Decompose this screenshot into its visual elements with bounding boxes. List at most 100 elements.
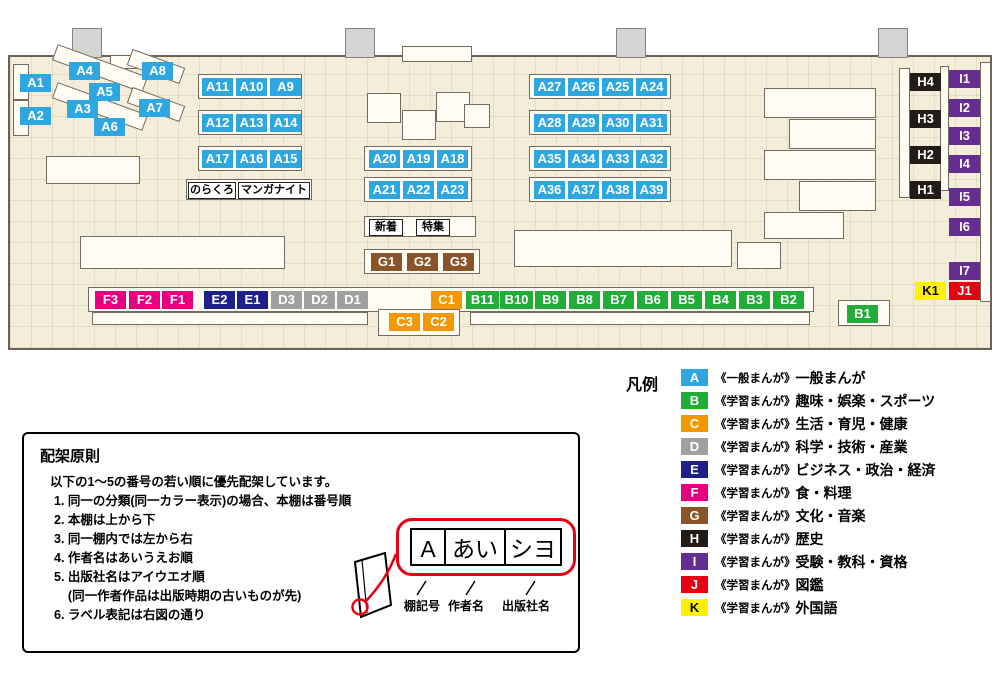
principles-rule: 6. ラベル表記は右図の通り <box>54 608 206 622</box>
legend-color-swatch: E <box>681 461 708 478</box>
shelf-label-A30: A30 <box>602 114 633 132</box>
legend-color-swatch: K <box>681 599 708 616</box>
shelf-label-A32: A32 <box>636 150 667 168</box>
shelf-label-B7: B7 <box>603 291 634 309</box>
shelf-label-A28: A28 <box>534 114 565 132</box>
legend-series-label: 《学習まんが》 <box>715 602 796 615</box>
shelf-label-G2: G2 <box>407 253 438 271</box>
shelf-label-A20: A20 <box>369 150 400 168</box>
caption-author: 作者名 <box>448 599 485 613</box>
shelf-label-F3: F3 <box>95 291 126 309</box>
shelf-label-A24: A24 <box>636 78 667 96</box>
shelf-label-A25: A25 <box>602 78 633 96</box>
shelf-label-I1: I1 <box>949 70 980 88</box>
shelf-label-F2: F2 <box>129 291 160 309</box>
shelf <box>899 68 910 198</box>
shelf-label-B11: B11 <box>466 291 499 309</box>
shelf-label-K1: K1 <box>915 282 946 300</box>
shelf-label-E2: E2 <box>204 291 235 309</box>
shelf-label-C3: C3 <box>389 313 420 331</box>
legend-series-label: 《学習まんが》 <box>715 556 796 569</box>
legend-color-swatch: H <box>681 530 708 547</box>
legend-color-swatch: J <box>681 576 708 593</box>
pillar <box>345 28 375 58</box>
shelf-label-A31: A31 <box>636 114 667 132</box>
shelf-label-B5: B5 <box>671 291 702 309</box>
shelf-label-G1: G1 <box>371 253 402 271</box>
shelf <box>764 88 876 118</box>
principles-rules: 1. 同一の分類(同一カラー表示)の場合、本棚は番号順 2. 本棚は上から下 3. … <box>54 492 351 625</box>
shelf-label-A1: A1 <box>20 74 51 92</box>
spine-label-highlight-circle <box>351 598 369 616</box>
shelf <box>402 46 472 62</box>
shelf-label-G3: G3 <box>443 253 474 271</box>
shelf-label-F1: F1 <box>162 291 193 309</box>
legend-title: 凡例 <box>626 377 659 394</box>
map-tag: のらくろ <box>188 182 236 199</box>
legend-series-label: 《学習まんが》 <box>715 441 796 454</box>
shelf-label-I2: I2 <box>949 99 980 117</box>
shelf-label-A4: A4 <box>69 62 100 80</box>
map-tag: 新着 <box>369 219 403 236</box>
shelf <box>789 119 876 149</box>
principles-rule: 2. 本棚は上から下 <box>54 513 156 527</box>
legend-series-label: 《学習まんが》 <box>715 395 796 408</box>
shelf-label-B10: B10 <box>500 291 533 309</box>
shelf <box>764 212 844 239</box>
legend-series-label: 《学習まんが》 <box>715 510 796 523</box>
legend-series-label: 《学習まんが》 <box>715 487 796 500</box>
label-publisher: シヨ <box>504 528 562 566</box>
shelf-label-A9: A9 <box>270 78 301 96</box>
shelf-label-A5: A5 <box>89 83 120 101</box>
shelf <box>92 312 368 325</box>
shelf-label-A22: A22 <box>403 181 434 199</box>
legend-item-H: H《学習まんが》歴史 <box>681 527 998 550</box>
legend-color-swatch: F <box>681 484 708 501</box>
legend-category-label: ビジネス・政治・経済 <box>795 461 936 478</box>
shelf-label-E1: E1 <box>237 291 268 309</box>
shelf-label-A11: A11 <box>202 78 233 96</box>
shelf-label-A35: A35 <box>534 150 565 168</box>
legend-category-label: 受験・教科・資格 <box>795 553 908 570</box>
legend-category-label: 一般まんが <box>795 369 866 386</box>
pillar <box>878 28 908 58</box>
shelf-label-A27: A27 <box>534 78 565 96</box>
shelf-label-A10: A10 <box>236 78 267 96</box>
shelf-label-A23: A23 <box>437 181 468 199</box>
legend-category-label: 外国語 <box>795 599 838 616</box>
shelf-label-I5: I5 <box>949 188 980 206</box>
shelf-label-A13: A13 <box>236 114 267 132</box>
principles-rule: 3. 同一棚内では左から右 <box>54 532 193 546</box>
shelf-label-A12: A12 <box>202 114 233 132</box>
legend-category-label: 文化・音楽 <box>795 507 866 524</box>
principles-rule: (同一作者作品は出版時期の古いものが先) <box>54 589 302 603</box>
principles-title: 配架原則 <box>40 448 101 465</box>
shelf-label-A26: A26 <box>568 78 599 96</box>
shelf-label-H1: H1 <box>910 181 941 199</box>
principles-rule: 1. 同一の分類(同一カラー表示)の場合、本棚は番号順 <box>54 494 352 508</box>
legend-item-F: F《学習まんが》食・料理 <box>681 481 998 504</box>
principles-intro: 以下の1〜5の番号の若い順に優先配架しています。 <box>50 475 338 489</box>
legend-item-D: D《学習まんが》科学・技術・産業 <box>681 435 998 458</box>
shelf <box>80 236 285 269</box>
principles-panel: 配架原則 以下の1〜5の番号の若い順に優先配架しています。 1. 同一の分類(同… <box>22 432 580 653</box>
caption-shelf-code: 棚記号 <box>404 599 441 613</box>
legend-item-G: G《学習まんが》文化・音楽 <box>681 504 998 527</box>
shelf-label-A2: A2 <box>20 107 51 125</box>
legend-series-label: 《学習まんが》 <box>715 418 796 431</box>
shelf <box>764 150 876 180</box>
shelf-label-B4: B4 <box>705 291 736 309</box>
shelf-label-A39: A39 <box>636 181 667 199</box>
shelf-label-A3: A3 <box>67 100 98 118</box>
pointer-curve <box>365 553 398 602</box>
shelf-label-B6: B6 <box>637 291 668 309</box>
shelf <box>402 110 436 140</box>
legend-item-I: I《学習まんが》受験・教科・資格 <box>681 550 998 573</box>
shelf-label-A14: A14 <box>270 114 301 132</box>
principles-rule: 5. 出版社名はアイウエオ順 <box>54 570 205 584</box>
legend-category-label: 趣味・娯楽・スポーツ <box>795 392 936 409</box>
label-shelf-code: A <box>410 528 446 566</box>
pillar <box>616 28 646 58</box>
